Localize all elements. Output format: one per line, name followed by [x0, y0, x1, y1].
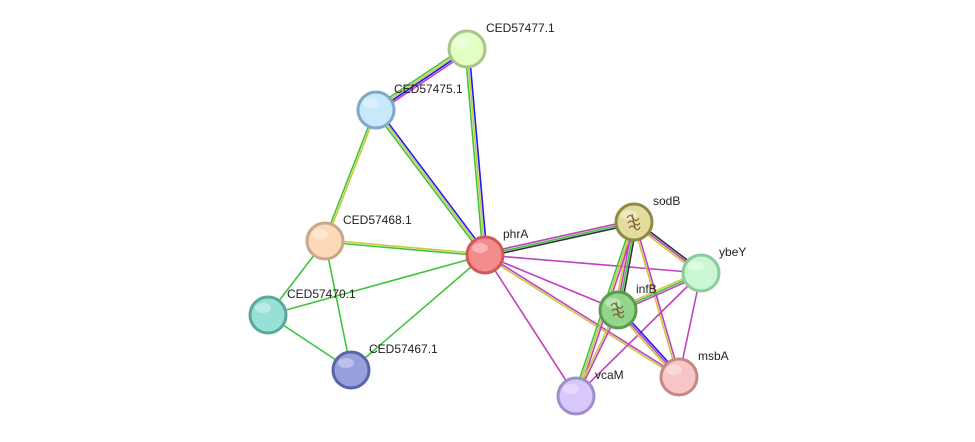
edge-evidence-line: [634, 221, 681, 377]
node-ced57467-1[interactable]: CED57467.1: [331, 342, 438, 390]
edge-evidence-line: [324, 240, 352, 371]
node-label: phrA: [503, 227, 528, 241]
nodes-layer: phrA CED57477.1CED57475.1CED57468.1CED574…: [248, 21, 746, 416]
node-highlight: [472, 243, 488, 253]
edge-evidence-line: [485, 253, 680, 377]
edge-evidence-line: [464, 49, 484, 256]
edge-evidence-line: [468, 48, 488, 255]
edge-phra-ced57470-1[interactable]: [267, 254, 486, 316]
node-circle: [248, 295, 288, 335]
edge-sodb-msba[interactable]: [632, 221, 681, 378]
node-ced57468-1[interactable]: CED57468.1: [305, 213, 412, 261]
node-circle: [659, 357, 699, 397]
edge-evidence-line: [466, 48, 486, 256]
node-label: msbA: [698, 349, 729, 363]
protein-structure-icon: [610, 301, 625, 319]
node-highlight: [312, 229, 328, 239]
edge-ced57468-1-ced57467-1[interactable]: [324, 240, 352, 371]
node-circle: [556, 376, 596, 416]
node-label: CED57468.1: [343, 213, 412, 227]
node-label: vcaM: [595, 368, 624, 382]
node-label: CED57477.1: [486, 21, 555, 35]
node-ybey[interactable]: ybeY: [681, 245, 746, 293]
edge-phra-msba[interactable]: [484, 253, 680, 379]
node-highlight: [666, 365, 682, 375]
node-label: ybeY: [719, 245, 746, 259]
edge-evidence-line: [484, 255, 679, 379]
node-highlight: [338, 358, 354, 368]
edge-evidence-line: [376, 108, 488, 255]
node-ced57477-1[interactable]: CED57477.1: [447, 21, 555, 69]
node-label: infB: [636, 282, 657, 296]
node-label: CED57467.1: [369, 342, 438, 356]
edge-evidence-line: [325, 110, 378, 242]
node-infb[interactable]: infB: [598, 282, 657, 330]
edge-phra-ced57475-1[interactable]: [373, 108, 488, 257]
edge-evidence-line: [375, 109, 486, 256]
node-ced57470-1[interactable]: CED57470.1: [248, 287, 356, 335]
node-label: CED57475.1: [394, 82, 463, 96]
node-ced57475-1[interactable]: CED57475.1: [356, 82, 463, 130]
edge-evidence-line: [485, 223, 635, 258]
node-label: CED57470.1: [287, 287, 356, 301]
node-highlight: [688, 261, 704, 271]
edge-phra-infb[interactable]: [484, 254, 619, 311]
edge-evidence-line: [325, 239, 486, 255]
edge-evidence-line: [350, 254, 486, 371]
edge-phra-ybey[interactable]: [484, 254, 702, 274]
node-circle: [447, 29, 487, 69]
edge-ced57468-1-ced57475-1[interactable]: [323, 109, 378, 242]
node-vcam[interactable]: vcaM: [556, 368, 624, 416]
edge-evidence-line: [484, 254, 619, 311]
edges-layer: [267, 45, 703, 397]
edge-evidence-line: [484, 221, 635, 256]
edge-evidence-line: [484, 219, 634, 254]
node-circle: [305, 221, 345, 261]
node-msba[interactable]: msbA: [659, 349, 729, 397]
node-circle: [331, 350, 371, 390]
node-highlight: [621, 210, 637, 220]
node-label: sodB: [653, 194, 680, 208]
edge-evidence-line: [373, 110, 485, 257]
node-highlight: [363, 98, 379, 108]
node-highlight: [255, 303, 271, 313]
edge-evidence-line: [632, 222, 679, 378]
edge-phra-ced57467-1[interactable]: [350, 254, 486, 371]
edge-phra-vcam[interactable]: [484, 254, 577, 397]
node-highlight: [563, 384, 579, 394]
edge-evidence-line: [484, 254, 577, 397]
edge-evidence-line: [484, 254, 702, 274]
edge-evidence-line: [324, 241, 485, 257]
node-sodb[interactable]: sodB: [614, 194, 680, 242]
edge-evidence-line: [267, 254, 486, 316]
edge-phra-ced57468-1[interactable]: [324, 239, 486, 257]
node-phra[interactable]: phrA: [465, 227, 528, 275]
node-circle: [465, 235, 505, 275]
node-circle: [681, 253, 721, 293]
node-highlight: [454, 37, 470, 47]
protein-structure-icon: [626, 213, 641, 231]
node-highlight: [605, 298, 621, 308]
edge-evidence-line: [323, 109, 376, 241]
node-circle: [356, 90, 396, 130]
edge-phra-sodb[interactable]: [484, 219, 635, 258]
edge-phra-ced57477-1[interactable]: [464, 48, 488, 256]
